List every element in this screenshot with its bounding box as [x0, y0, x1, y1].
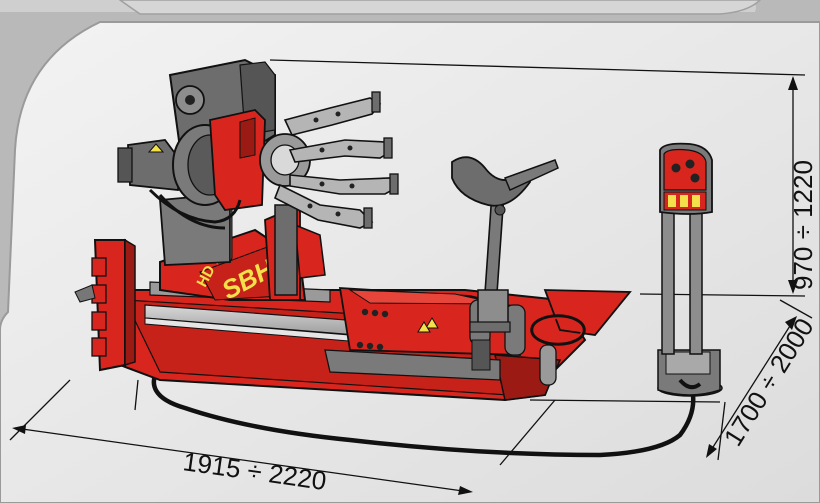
control-pedestal	[657, 142, 723, 397]
hydraulic-hose	[151, 362, 696, 458]
control-button-icon	[671, 163, 681, 173]
chuck-assembly	[117, 58, 399, 230]
central-column: SBHI HD 100	[159, 194, 326, 305]
panel-top-bevel	[118, 0, 762, 15]
warning-triangle-icon	[425, 317, 439, 329]
height-dimension-label: 970 ÷ 1220	[788, 160, 818, 290]
dimension-arrowheads	[12, 76, 798, 495]
machine-base	[118, 281, 632, 402]
bead-breaker-arm	[451, 156, 559, 333]
left-upright	[74, 238, 136, 372]
